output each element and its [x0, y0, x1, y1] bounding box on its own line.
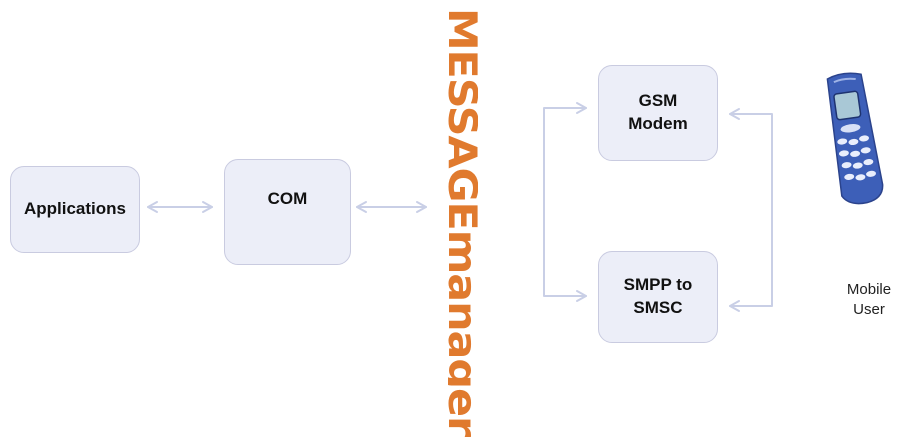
arrow-bracket-left	[543, 102, 587, 302]
applications-label: Applications	[23, 199, 126, 219]
com-label: COM	[267, 189, 308, 208]
gsm-modem-label: GSM Modem	[628, 91, 688, 133]
com-box: COM	[224, 159, 351, 265]
smpp-box: SMPP to SMSC	[598, 251, 718, 343]
gsm-modem-box: GSM Modem	[598, 65, 718, 161]
applications-box: Applications	[10, 166, 140, 253]
arrow-applications-com	[147, 201, 213, 213]
smpp-label: SMPP to SMSC	[623, 275, 693, 317]
mobile-user-label: Mobile User	[846, 281, 892, 319]
messagemanager-title: MESSAGEmanager	[448, 8, 478, 438]
messagemanager-title-text: MESSAGEmanager	[448, 8, 478, 438]
arrow-com-messagemanager	[356, 201, 427, 213]
mobile-phone-icon	[826, 72, 884, 205]
arrow-bracket-right	[729, 108, 773, 312]
